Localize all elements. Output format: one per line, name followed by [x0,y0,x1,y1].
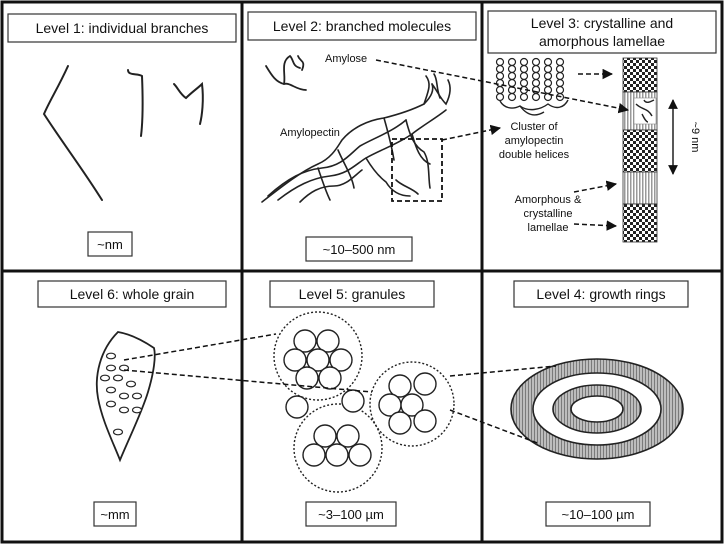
panel-5-scale-box [305,501,397,527]
panel-4-scale-box [545,501,651,527]
individual-branches-drawing [42,65,204,201]
lamellae-inset-molecule [635,99,655,123]
panel-2-title-box [247,11,477,41]
cluster-label-line-3: double helices [499,149,570,161]
panel-level-1: Level 1: individual branches ~nm [7,13,237,257]
lamellae-arrow-lower [573,220,618,231]
crystalline-lamella-1 [622,57,658,93]
panel-6-scale-box [93,501,137,527]
panel-1-title: Level 1: individual branches [36,20,209,36]
cluster-box-arrow [441,124,502,141]
panel-6-scale: ~mm [100,507,129,522]
panel-5-title-box [269,280,435,308]
cluster-label-line-2: amylopectin [505,135,564,147]
panel-4-title: Level 4: growth rings [536,286,665,302]
lamellae-label-line-3: lamellae [528,222,569,234]
panel-6-title: Level 6: whole grain [70,286,195,302]
amylose-arrow [375,59,630,114]
panel-2-scale-box [305,236,413,262]
panel-level-6: Level 6: whole grain ~mm [37,280,227,527]
panel-4-scale: ~10–100 µm [562,507,635,522]
amorphous-lamella-2 [622,171,658,205]
panel-2-title: Level 2: branched molecules [273,18,451,34]
helix-cluster-box [391,138,443,202]
granules [283,329,437,467]
panel-level-2: Level 2: branched molecules Amylose Amyl… [247,11,477,262]
lamellae-label-line-1: Amorphous & [515,194,582,206]
grain-to-granules-line-lower [123,369,373,393]
grain-granule-dots [99,352,143,436]
panel-2-scale: ~10–500 nm [323,242,396,257]
lamellae-inset-box [633,97,657,125]
panel-1-title-box [7,13,237,43]
panel-level-4: Level 4: growth rings ~10–100 µm [510,280,689,527]
panel-level-3: Level 3: crystalline and amorphous lamel… [487,10,717,243]
crystalline-lamella-3 [622,203,658,243]
panel-1-scale: ~nm [97,237,123,252]
panel-3-title-box [487,10,717,54]
panel-4-title-box [513,280,689,308]
panel-1-scale-box [87,231,133,257]
panel-5-scale: ~3–100 µm [318,507,384,522]
panel-level-5: Level 5: granules ~3–100 µm [269,280,455,527]
granule-to-rings-line-lower [449,409,541,445]
amylose-label: Amylose [325,53,367,65]
cluster-branch-points [499,99,569,116]
amylose-molecule [265,54,307,91]
cluster-label-line-1: Cluster of [510,121,558,133]
panel-3-title-line-2: amorphous lamellae [539,33,665,49]
growth-rings [510,358,684,460]
panel-3-title-line-1: Level 3: crystalline and [531,15,673,31]
lamellae-label-line-2: crystalline [524,208,573,220]
grain-to-granules-line-upper [123,333,277,361]
panel-6-title-box [37,280,227,308]
nine-nm-label: ~9 nm [689,122,701,153]
double-helices-cluster [495,57,565,102]
amylopectin-molecule [261,73,451,203]
amylopectin-label: Amylopectin [280,127,340,139]
connectors [123,59,630,445]
crystalline-lamella-2 [622,129,658,173]
granule-to-rings-line-upper [449,365,557,377]
panel-5-title: Level 5: granules [299,286,406,302]
granule-clusters [273,311,455,493]
lamellae-arrow-upper [573,180,618,193]
